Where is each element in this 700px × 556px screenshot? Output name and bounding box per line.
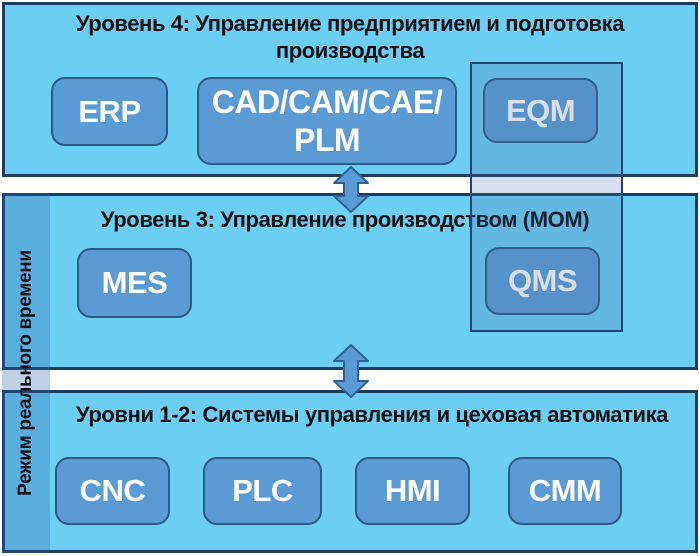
- level-4-title-line2: производства: [275, 38, 425, 63]
- plc-label: PLC: [232, 473, 293, 508]
- levels-1-2-title: Уровни 1-2: Системы управления и цеховая…: [52, 401, 692, 428]
- system-box-eqm: EQM: [483, 78, 598, 143]
- double-arrow-icon: [333, 344, 369, 398]
- level-3-title: Уровень 3: Управление производством (MOM…: [20, 206, 670, 233]
- cad-label-line2: PLM: [293, 122, 361, 158]
- system-box-qms: QMS: [485, 247, 600, 315]
- cnc-label: CNC: [79, 473, 146, 508]
- cmm-label: CMM: [528, 473, 602, 508]
- realtime-sidebar-label: Режим реального времени: [15, 250, 36, 496]
- realtime-sidebar-strip: [2, 193, 50, 553]
- system-box-plc: PLC: [203, 457, 322, 525]
- system-box-cad-cam-cae-plm: CAD/CAM/CAE/ PLM: [197, 77, 457, 165]
- level-3-title-line1: Уровень 3: Управление производством (MOM…: [100, 207, 590, 232]
- system-box-mes: MES: [77, 248, 192, 318]
- system-box-cnc: CNC: [55, 457, 170, 525]
- qms-label: QMS: [507, 263, 578, 298]
- system-box-cmm: CMM: [508, 457, 622, 525]
- system-box-erp: ERP: [51, 77, 168, 146]
- level-4-title: Уровень 4: Управление предприятием и под…: [2, 10, 698, 64]
- mes-label: MES: [101, 265, 168, 300]
- cad-label-line1: CAD/CAM/CAE/: [211, 84, 443, 120]
- system-box-hmi: HMI: [355, 457, 470, 525]
- level-4-title-line1: Уровень 4: Управление предприятием и под…: [75, 11, 625, 36]
- erp-label: ERP: [78, 93, 141, 129]
- hmi-label: HMI: [384, 473, 441, 508]
- quality-group-overlay: [470, 62, 623, 332]
- levels-1-2-title-line1: Уровни 1-2: Системы управления и цеховая…: [75, 402, 669, 427]
- double-arrow-icon: [333, 166, 369, 213]
- eqm-label: EQM: [505, 92, 576, 128]
